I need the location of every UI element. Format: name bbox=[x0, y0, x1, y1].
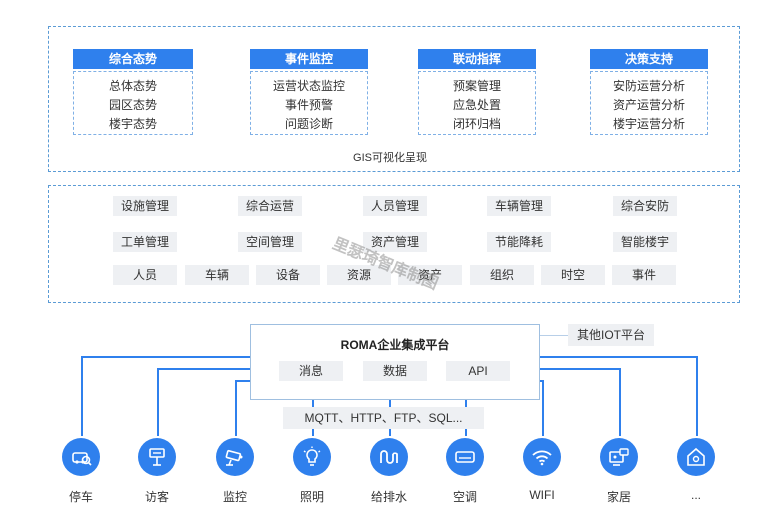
chip-resource: 资源 bbox=[327, 265, 391, 285]
connector-line bbox=[540, 368, 620, 370]
list-item: 资产运营分析 bbox=[612, 98, 685, 112]
connector-line bbox=[81, 356, 83, 436]
visitor-icon bbox=[138, 438, 176, 476]
list-item: 楼宇运营分析 bbox=[612, 117, 685, 131]
connector-line bbox=[542, 380, 544, 436]
bulb-icon bbox=[293, 438, 331, 476]
aircon-icon bbox=[446, 438, 484, 476]
device-label-home: 家居 bbox=[606, 490, 631, 504]
connector-line bbox=[157, 368, 250, 370]
device-label-water: 给排水 bbox=[370, 490, 407, 504]
column-box-event-monitor: 运营状态监控 事件预警 问题诊断 bbox=[250, 71, 368, 135]
chip-energy: 节能降耗 bbox=[487, 232, 551, 252]
chip-personnel-mgmt: 人员管理 bbox=[363, 196, 427, 216]
chip-space: 空间管理 bbox=[238, 232, 302, 252]
connector-line bbox=[157, 368, 159, 436]
column-head-decision: 决策支持 bbox=[590, 49, 708, 69]
water-icon bbox=[370, 438, 408, 476]
connector-line bbox=[540, 335, 568, 336]
device-label-wifi: WIFI bbox=[529, 488, 555, 502]
chip-message: 消息 bbox=[279, 361, 343, 381]
chip-asset: 资产 bbox=[398, 265, 462, 285]
connector-line bbox=[619, 368, 621, 436]
connector-line bbox=[81, 356, 250, 358]
list-item: 运营状态监控 bbox=[272, 79, 345, 93]
list-item: 闭环归档 bbox=[452, 117, 501, 131]
chip-vehicle: 车辆 bbox=[185, 265, 249, 285]
chip-data: 数据 bbox=[363, 361, 427, 381]
wifi-icon bbox=[523, 438, 561, 476]
top-layer-box bbox=[48, 26, 740, 172]
column-box-command: 预案管理 应急处置 闭环归档 bbox=[418, 71, 536, 135]
chip-operation: 综合运营 bbox=[238, 196, 302, 216]
connector-line bbox=[235, 380, 237, 436]
home-device-icon bbox=[600, 438, 638, 476]
chip-security: 综合安防 bbox=[613, 196, 677, 216]
chip-api: API bbox=[446, 361, 510, 381]
chip-asset-mgmt: 资产管理 bbox=[363, 232, 427, 252]
list-item: 安防运营分析 bbox=[612, 79, 685, 93]
camera-icon bbox=[216, 438, 254, 476]
connector-line bbox=[696, 356, 698, 436]
car-icon bbox=[62, 438, 100, 476]
device-label-visitor: 访客 bbox=[144, 490, 169, 504]
middle-layer-box bbox=[48, 185, 740, 303]
connector-line bbox=[235, 380, 250, 382]
device-label-lighting: 照明 bbox=[299, 490, 324, 504]
column-box-situation: 总体态势 园区态势 楼宇态势 bbox=[73, 71, 193, 135]
chip-spacetime: 时空 bbox=[541, 265, 605, 285]
device-label-monitor: 监控 bbox=[222, 490, 247, 504]
list-item: 应急处置 bbox=[452, 98, 501, 112]
list-item: 问题诊断 bbox=[284, 117, 333, 131]
list-item: 总体态势 bbox=[108, 79, 157, 93]
list-item: 园区态势 bbox=[108, 98, 157, 112]
list-item: 事件预警 bbox=[284, 98, 333, 112]
roma-title: ROMA企业集成平台 bbox=[340, 338, 450, 352]
chip-smart-building: 智能楼宇 bbox=[613, 232, 677, 252]
chip-facility: 设施管理 bbox=[113, 196, 177, 216]
connector-line bbox=[540, 380, 543, 382]
column-head-event-monitor: 事件监控 bbox=[250, 49, 368, 69]
list-item: 楼宇态势 bbox=[108, 117, 157, 131]
chip-workorder: 工单管理 bbox=[113, 232, 177, 252]
device-label-parking: 停车 bbox=[68, 490, 93, 504]
gis-caption: GIS可视化呈现 bbox=[353, 152, 427, 164]
chip-organization: 组织 bbox=[470, 265, 534, 285]
column-head-command: 联动指挥 bbox=[418, 49, 536, 69]
list-item: 预案管理 bbox=[452, 79, 501, 93]
column-head-situation: 综合态势 bbox=[73, 49, 193, 69]
device-label-aircon: 空调 bbox=[452, 490, 477, 504]
column-box-decision: 安防运营分析 资产运营分析 楼宇运营分析 bbox=[590, 71, 708, 135]
protocol-bar: MQTT、HTTP、FTP、SQL... bbox=[283, 407, 484, 429]
chip-event: 事件 bbox=[612, 265, 676, 285]
chip-people: 人员 bbox=[113, 265, 177, 285]
chip-vehicle-mgmt: 车辆管理 bbox=[487, 196, 551, 216]
other-iot-platform: 其他IOT平台 bbox=[568, 324, 654, 346]
chip-device: 设备 bbox=[256, 265, 320, 285]
device-label-more: ... bbox=[690, 488, 701, 502]
more-home-icon bbox=[677, 438, 715, 476]
connector-line bbox=[540, 356, 697, 358]
